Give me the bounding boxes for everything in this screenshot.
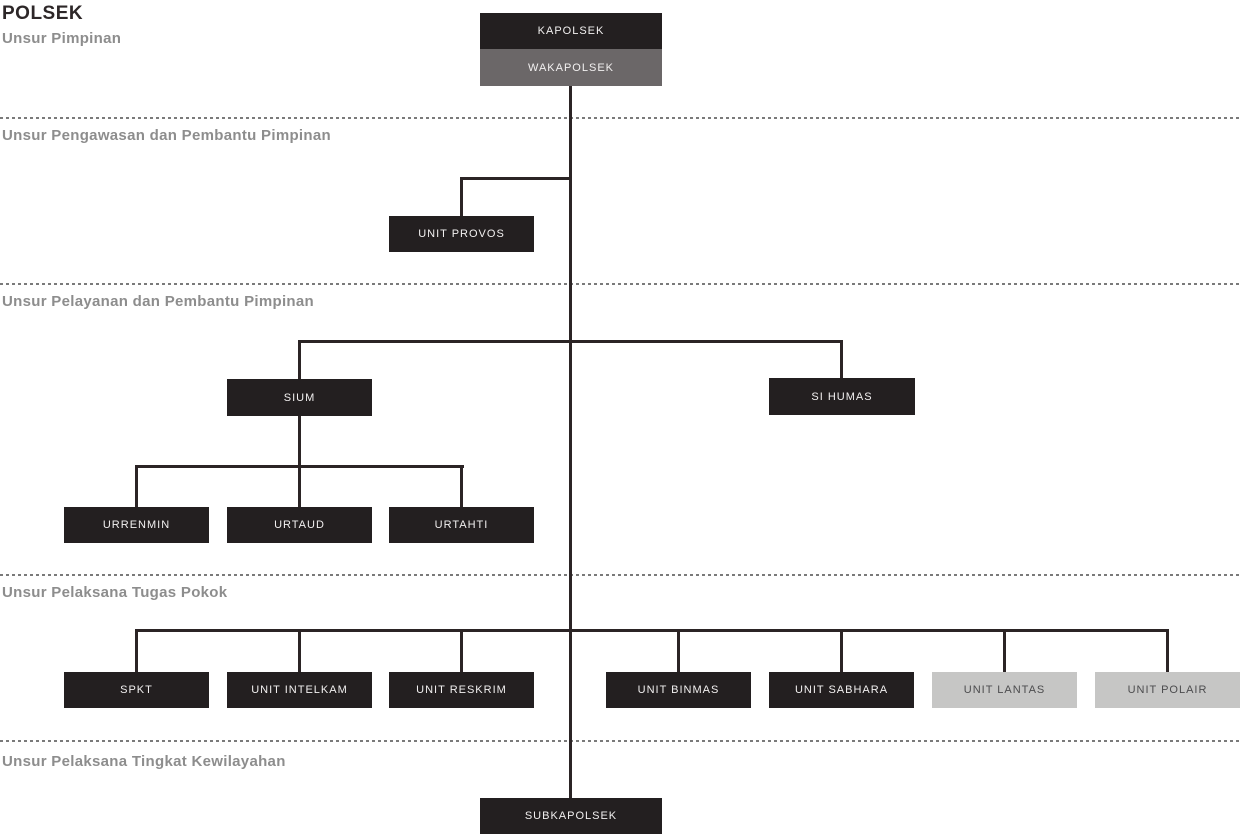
connector-sium-down — [298, 416, 301, 467]
node-unit-sabhara: UNIT SABHARA — [769, 672, 914, 708]
connector-urtaud-drop — [298, 465, 301, 507]
connector-urtahti-drop — [460, 465, 463, 507]
section-label-pengawasan: Unsur Pengawasan dan Pembantu Pimpinan — [2, 127, 331, 144]
node-urtahti: URTAHTI — [389, 507, 534, 543]
section-label-pimpinan: Unsur Pimpinan — [2, 30, 122, 47]
connector-lantas-drop — [1003, 629, 1006, 672]
connector-sium-drop — [298, 340, 301, 379]
node-sium: SIUM — [227, 379, 372, 416]
node-unit-binmas: UNIT BINMAS — [606, 672, 751, 708]
node-unit-lantas: UNIT LANTAS — [932, 672, 1077, 708]
connector-units-horizontal — [135, 629, 1167, 632]
connector-intelkam-drop — [298, 629, 301, 672]
node-unit-intelkam: UNIT INTELKAM — [227, 672, 372, 708]
section-divider-1 — [0, 117, 1240, 119]
section-divider-4 — [0, 740, 1240, 742]
connector-sihumas-drop — [840, 340, 843, 378]
connector-provos-horizontal — [461, 177, 571, 180]
connector-reskrim-drop — [460, 629, 463, 672]
page-title: POLSEK — [2, 3, 84, 24]
node-wakapolsek: WAKAPOLSEK — [480, 49, 662, 86]
node-urtaud: URTAUD — [227, 507, 372, 543]
node-unit-reskrim: UNIT RESKRIM — [389, 672, 534, 708]
section-divider-2 — [0, 283, 1240, 285]
connector-binmas-drop — [677, 629, 680, 672]
connector-sabhara-drop — [840, 629, 843, 672]
connector-spkt-drop — [135, 629, 138, 672]
node-subkapolsek: SUBKAPOLSEK — [480, 798, 662, 834]
node-si-humas: SI HUMAS — [769, 378, 915, 415]
node-urrenmin: URRENMIN — [64, 507, 209, 543]
connector-pelayanan-horizontal — [298, 340, 843, 343]
connector-urrenmin-drop — [135, 465, 138, 507]
section-label-pelayanan: Unsur Pelayanan dan Pembantu Pimpinan — [2, 293, 315, 310]
connector-trunk-vertical — [569, 86, 572, 798]
section-label-kewilayahan: Unsur Pelaksana Tingkat Kewilayahan — [2, 753, 286, 770]
node-spkt: SPKT — [64, 672, 209, 708]
section-divider-3 — [0, 574, 1240, 576]
node-kapolsek: KAPOLSEK — [480, 13, 662, 49]
node-unit-provos: UNIT PROVOS — [389, 216, 534, 252]
node-unit-polair: UNIT POLAIR — [1095, 672, 1240, 708]
connector-provos-drop — [460, 177, 463, 216]
connector-polair-drop — [1166, 629, 1169, 672]
section-label-pelaksana-pokok: Unsur Pelaksana Tugas Pokok — [2, 584, 228, 601]
